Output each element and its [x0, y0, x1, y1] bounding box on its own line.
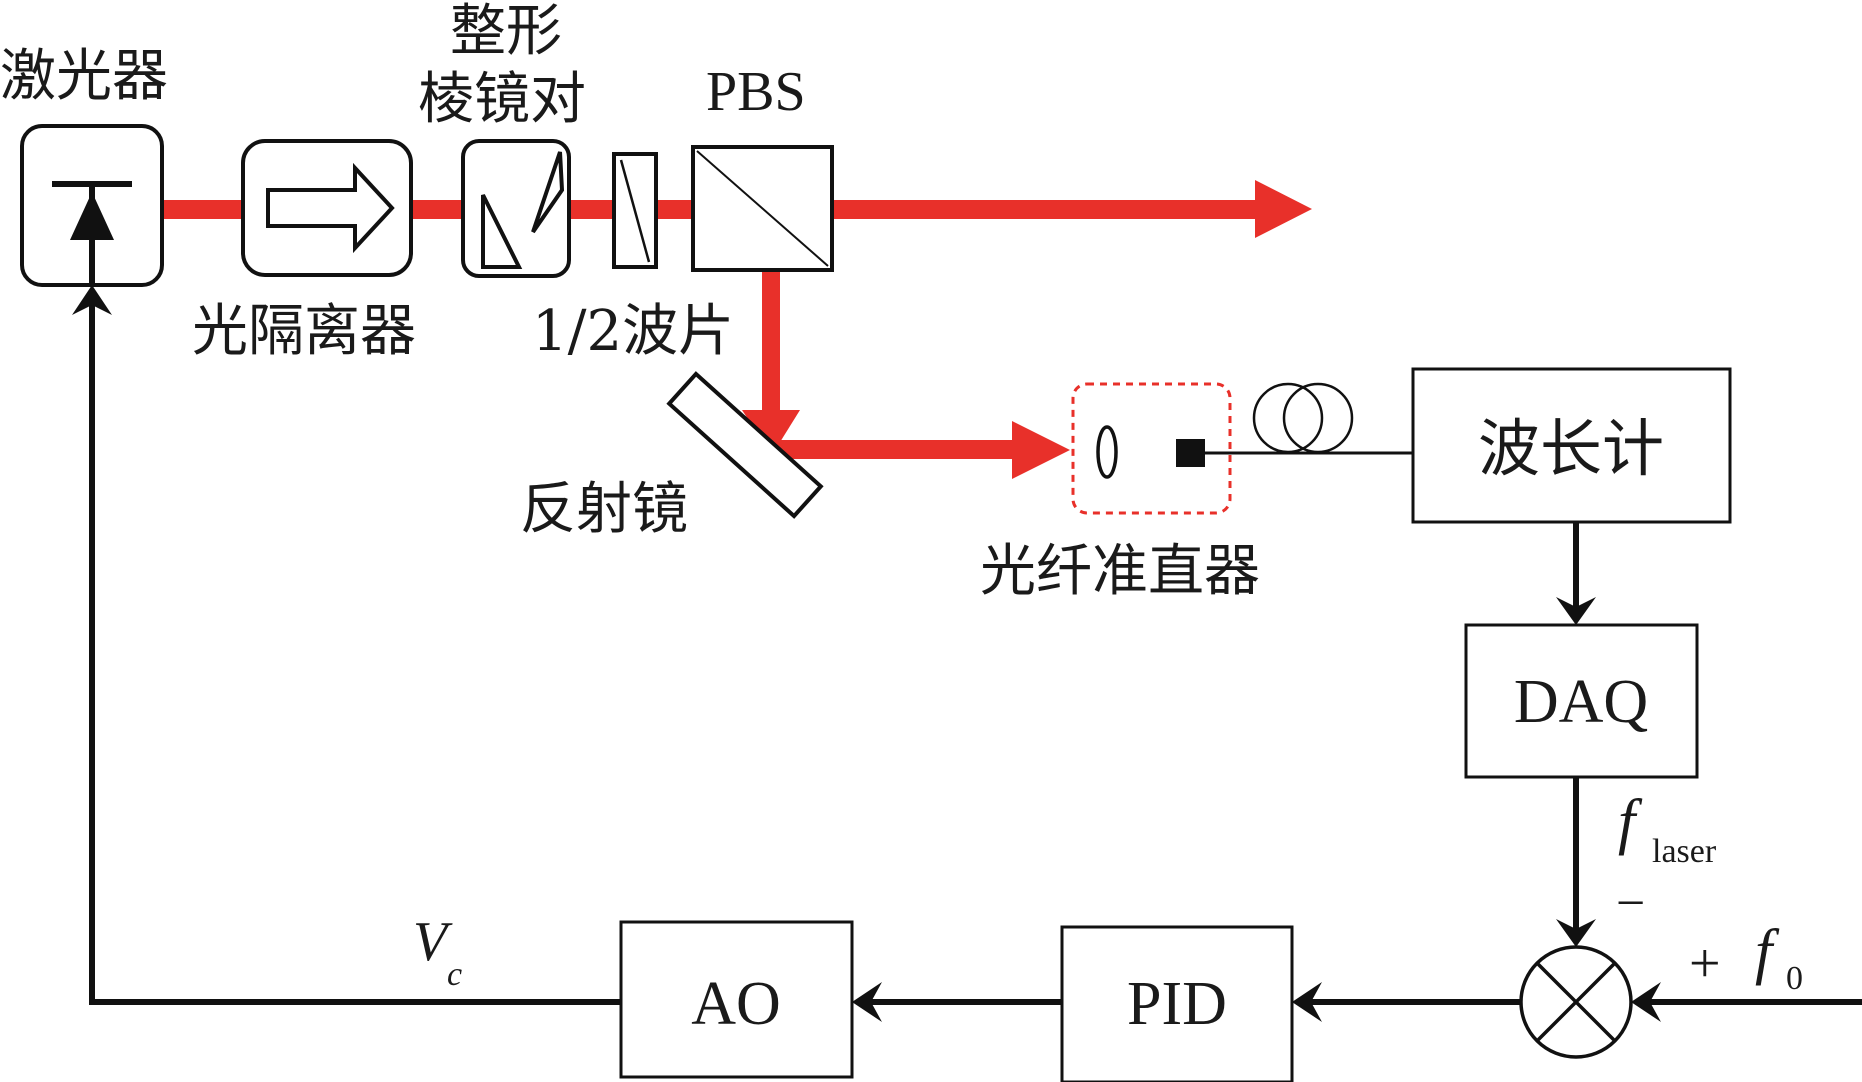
f0-label: f 0 — [1755, 918, 1803, 997]
flaser-sub: laser — [1652, 833, 1717, 870]
isolator-label: 光隔离器 — [192, 299, 416, 364]
f0-main: f — [1755, 918, 1780, 986]
arrow-into-sum-right — [1631, 982, 1661, 1022]
pid-box — [1060, 925, 1294, 1082]
daq-box — [1464, 623, 1699, 779]
beam-collimator-arrow — [1012, 421, 1070, 479]
line-ao-to-laser — [89, 302, 621, 1005]
summing-junction — [1519, 945, 1633, 1059]
beam-down-from-pbs — [762, 270, 780, 438]
daq-label: DAQ — [1514, 668, 1648, 736]
vc-main: V — [413, 911, 453, 973]
optical-isolator: 光隔离器 — [192, 139, 416, 364]
half-wave-plate: 1/2波片 — [532, 152, 734, 364]
arrow-into-pid — [1292, 982, 1322, 1022]
ao-label: AO — [691, 970, 781, 1038]
pbs: PBS — [691, 61, 834, 272]
pbs-diagonal — [696, 150, 829, 267]
vc-sub: c — [447, 956, 462, 993]
ao-box — [619, 920, 854, 1079]
fiber-collimator: 光纤准直器 — [980, 382, 1260, 604]
arrow-into-daq — [1556, 597, 1596, 625]
half-wave-plate-diagonal — [619, 159, 651, 263]
pbs-label: PBS — [706, 61, 806, 123]
arrow-into-ao — [852, 982, 882, 1022]
mirror-plate — [666, 371, 824, 519]
wavemeter-label: 波长计 — [1478, 412, 1664, 485]
prism-lower-icon — [481, 194, 523, 269]
collimator-dashed-box — [1071, 382, 1232, 515]
mirror: 反射镜 — [520, 371, 824, 542]
optical-fiber — [1205, 382, 1413, 455]
prism-label-line1: 整形 — [450, 0, 562, 64]
prism-pair-box — [461, 139, 571, 278]
signal-lines — [89, 302, 1862, 1005]
mirror-label: 反射镜 — [520, 477, 688, 542]
beam-to-collimator — [770, 440, 1025, 459]
plus-sign: + — [1689, 933, 1721, 995]
beam-down-arrow — [742, 410, 800, 455]
beam-output-arrow — [1255, 180, 1312, 238]
laser-label: 激光器 — [0, 44, 168, 109]
collimator-lens — [1096, 425, 1118, 479]
laser-diode: 激光器 — [0, 44, 168, 287]
prism-upper-icon — [531, 151, 565, 234]
prism-pair: 整形 棱镜对 — [418, 0, 586, 278]
ao: AO — [619, 920, 854, 1079]
signal-arrowheads — [72, 285, 1661, 1022]
arrow-into-laser — [72, 285, 112, 315]
isolator-arrow-icon — [266, 162, 395, 254]
collimator-label: 光纤准直器 — [980, 539, 1260, 604]
minus-sign: − — [1616, 875, 1645, 932]
daq: DAQ — [1464, 623, 1699, 779]
pid-label: PID — [1127, 970, 1227, 1038]
collimator-fiber-end — [1176, 439, 1205, 467]
wavemeter-box — [1411, 367, 1732, 524]
pid: PID — [1060, 925, 1294, 1082]
flaser-main: f — [1618, 788, 1643, 856]
wavemeter: 波长计 — [1411, 367, 1732, 524]
arrow-into-sum-top — [1556, 919, 1596, 947]
half-wave-plate-label: 1/2波片 — [532, 299, 734, 364]
prism-label-line2: 棱镜对 — [418, 67, 586, 132]
summing-junction-cross-b — [1535, 961, 1617, 1043]
fiber-coil-left — [1252, 382, 1324, 454]
fiber-coil-right — [1282, 382, 1354, 454]
vc-label: V c — [413, 911, 462, 993]
flaser-label: f laser — [1618, 788, 1717, 870]
f0-sub: 0 — [1786, 960, 1803, 997]
